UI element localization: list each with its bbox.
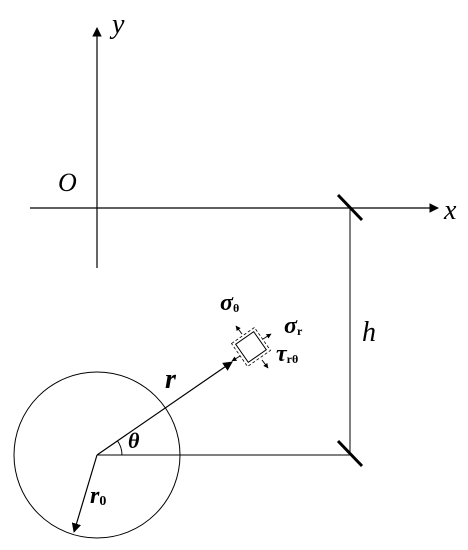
stress-arrow-1 bbox=[235, 325, 243, 335]
stress-arrow-4 bbox=[231, 355, 241, 362]
depth-tick-top bbox=[336, 193, 364, 222]
angle-arc bbox=[117, 440, 123, 456]
sigma-r-label: σr bbox=[284, 313, 303, 339]
radius-vector-arrow bbox=[96, 361, 233, 456]
x-axis-label: x bbox=[443, 195, 457, 226]
angle-label: θ bbox=[128, 428, 140, 453]
origin-label: O bbox=[58, 168, 77, 197]
depth-tick-bottom bbox=[336, 439, 364, 468]
stress-arrow-2 bbox=[262, 333, 272, 340]
depth-label: h bbox=[362, 317, 376, 348]
sigma-theta-label: σθ bbox=[220, 290, 239, 316]
hole-radius-arrow bbox=[71, 454, 98, 533]
stress-element bbox=[230, 326, 272, 368]
radius-vector-label: r bbox=[165, 364, 177, 395]
tau-r-theta-label: τrθ bbox=[276, 341, 298, 367]
hole-radius-label: r0 bbox=[90, 483, 106, 509]
stress-arrow-3 bbox=[261, 359, 269, 369]
y-axis-label: y bbox=[109, 9, 125, 40]
